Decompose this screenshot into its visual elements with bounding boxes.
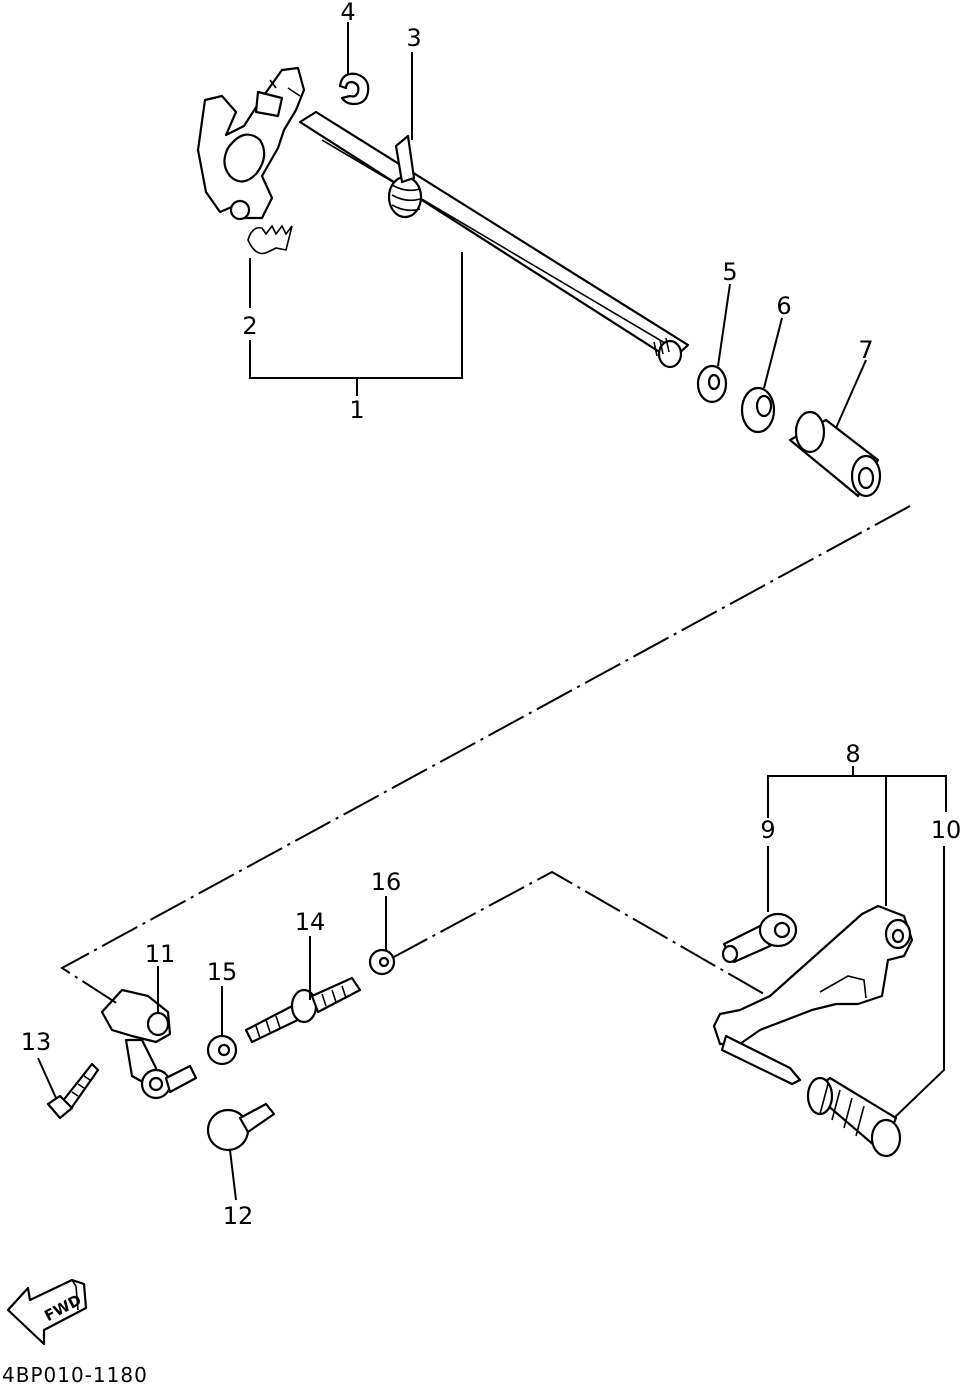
drawing-code: 4BP010-1180 bbox=[2, 1363, 148, 1385]
callout-13: 13 bbox=[21, 1028, 52, 1056]
callout-11: 11 bbox=[145, 940, 176, 968]
callout-16: 16 bbox=[371, 868, 402, 896]
callout-2: 2 bbox=[242, 312, 257, 340]
callout-5: 5 bbox=[722, 258, 737, 286]
callout-9: 9 bbox=[760, 816, 775, 844]
ball-joint bbox=[206, 1102, 276, 1152]
rod-joint bbox=[721, 912, 798, 964]
washer bbox=[696, 364, 728, 404]
pedal-rubber bbox=[806, 1076, 902, 1158]
collar bbox=[788, 410, 882, 498]
nut-16 bbox=[368, 948, 396, 976]
leader-lines bbox=[37, 22, 947, 1201]
callout-3: 3 bbox=[406, 24, 421, 52]
callout-1: 1 bbox=[349, 396, 364, 424]
callout-15: 15 bbox=[207, 958, 238, 986]
callout-7: 7 bbox=[858, 336, 873, 364]
bolt bbox=[46, 1062, 100, 1120]
shift-lever bbox=[100, 988, 172, 1088]
shift-shaft-assembly bbox=[196, 66, 690, 369]
callout-14: 14 bbox=[295, 908, 326, 936]
callout-4: 4 bbox=[340, 0, 355, 26]
pivot-bolt bbox=[244, 976, 362, 1044]
fwd-arrow-icon: FWD bbox=[6, 1278, 88, 1346]
return-spring bbox=[247, 224, 293, 255]
assembly-line bbox=[60, 505, 911, 1005]
spring-clip bbox=[394, 134, 416, 184]
callout-10: 10 bbox=[931, 816, 961, 844]
shift-shaft bbox=[298, 110, 690, 362]
nut bbox=[206, 1034, 238, 1066]
callout-12: 12 bbox=[223, 1202, 254, 1230]
assembly-line bbox=[391, 870, 765, 995]
circlip bbox=[338, 72, 370, 106]
rod-end bbox=[140, 1064, 198, 1100]
shaft-collar bbox=[387, 175, 423, 219]
oil-seal bbox=[740, 386, 776, 434]
shift-pedal bbox=[712, 904, 914, 1086]
shaft-spline-end bbox=[657, 339, 683, 369]
callout-6: 6 bbox=[776, 292, 791, 320]
callout-8: 8 bbox=[845, 740, 860, 768]
